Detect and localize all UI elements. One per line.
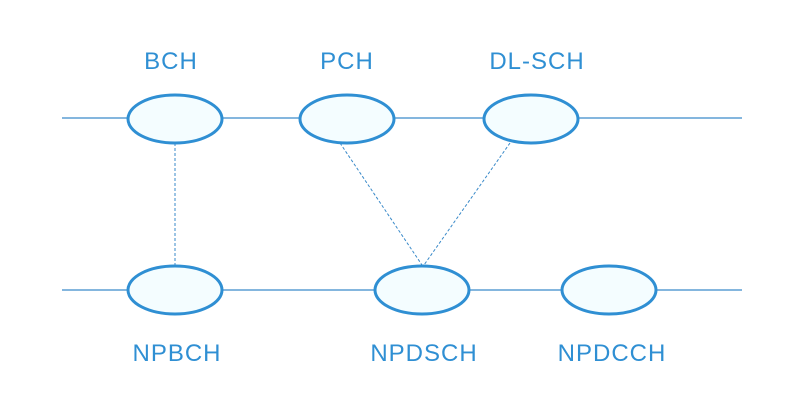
bch-label: BCH: [144, 48, 198, 75]
pch-to-npdsch-connector: [339, 142, 423, 266]
npbch-node: [126, 264, 224, 316]
npbch-label: NPBCH: [132, 340, 221, 367]
bch-node: [126, 93, 224, 145]
npdcch-node: [560, 264, 658, 316]
dl-sch-node: [482, 93, 580, 145]
dl-sch-label: DL-SCH: [489, 48, 584, 75]
npdsch-label: NPDSCH: [370, 340, 477, 367]
pch-node: [298, 93, 396, 145]
npdsch-node: [373, 264, 471, 316]
pch-label: PCH: [320, 48, 374, 75]
dlsch-to-npdsch-connector: [423, 142, 511, 266]
npdcch-label: NPDCCH: [558, 340, 667, 367]
